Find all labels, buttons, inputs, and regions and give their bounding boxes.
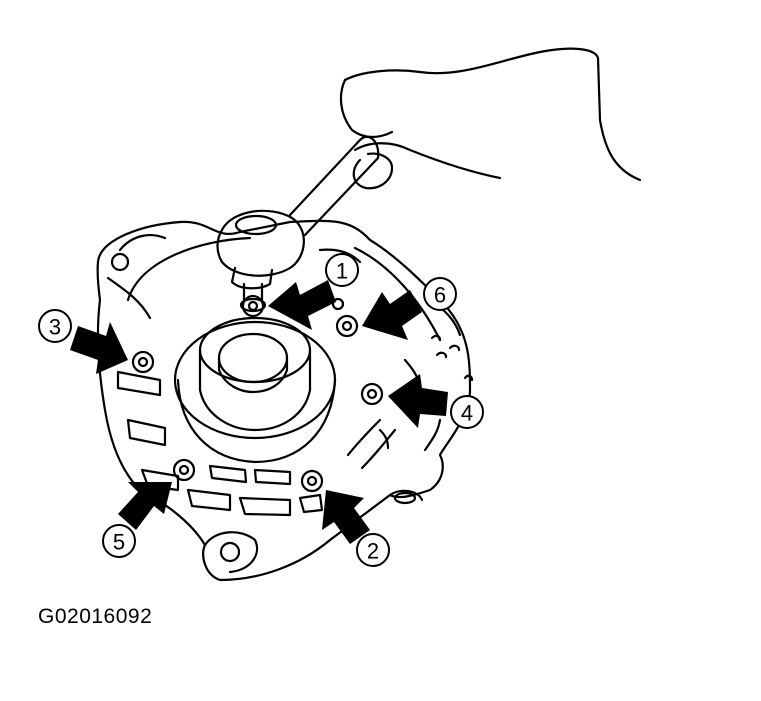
arrow-3 [70, 322, 128, 374]
bolts [131, 294, 384, 493]
callout-6-circle [423, 277, 457, 311]
arm-outline [343, 47, 642, 182]
bolt-3 [131, 350, 155, 374]
figure-code: G02016092 [38, 605, 153, 628]
callout-4-circle [450, 395, 484, 429]
pump-housing [96, 219, 472, 582]
arrows [70, 280, 448, 544]
callouts [38, 253, 484, 567]
wrench-head [216, 209, 305, 277]
pump-center-boss [173, 316, 337, 464]
arrow-2 [322, 490, 370, 544]
callout-5-label: 5 [113, 530, 125, 555]
callout-2-circle [356, 533, 390, 567]
callout-1-circle [325, 253, 359, 287]
callout-4-label: 4 [461, 401, 473, 426]
arrow-5 [118, 482, 172, 530]
callout-3-circle [38, 309, 72, 343]
bolt-5 [172, 458, 196, 482]
housing-outline [96, 219, 472, 582]
callout-1-label: 1 [336, 259, 348, 284]
arrow-4 [388, 374, 448, 428]
arrow-1 [268, 280, 336, 330]
wrench-handle [288, 138, 380, 237]
bolt-6 [335, 314, 359, 338]
bolt-2 [300, 469, 324, 493]
callout-6-label: 6 [434, 283, 446, 308]
bolt-1 [241, 294, 265, 318]
arrow-6 [362, 290, 422, 340]
callout-2-label: 2 [367, 539, 379, 564]
bolt-4 [360, 382, 384, 406]
callout-3-label: 3 [49, 315, 61, 340]
hand-with-wrench [216, 47, 642, 313]
callout-5-circle [102, 524, 136, 558]
